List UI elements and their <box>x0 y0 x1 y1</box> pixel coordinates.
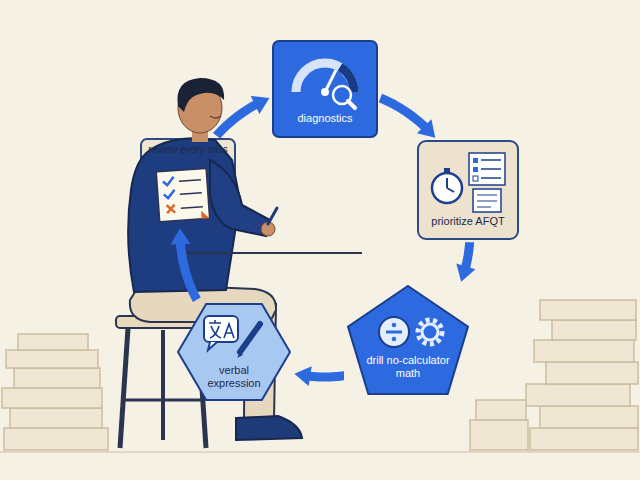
paper-stack-left <box>2 388 102 408</box>
stool <box>120 328 128 448</box>
torso <box>128 138 275 292</box>
stool <box>124 399 202 402</box>
node-shape <box>348 101 355 108</box>
arrow-shaft <box>306 376 344 377</box>
paper-stack-right <box>546 362 638 384</box>
process-box: prioritize AFQT <box>417 140 519 240</box>
process-pentagon: drill no-calculator math <box>346 284 470 396</box>
paper-stack-right <box>534 340 634 362</box>
node-shape <box>477 195 497 196</box>
cycle-arrow <box>456 242 475 282</box>
node-shape <box>224 324 234 338</box>
node-label: verbal expression <box>200 364 268 390</box>
paper-stack-left <box>2 334 108 450</box>
node-shape <box>209 320 221 338</box>
node-shape <box>418 141 518 239</box>
node-shape <box>208 342 217 350</box>
node-shape <box>477 207 491 208</box>
node-shape <box>321 88 329 96</box>
node-shape <box>473 158 478 163</box>
arrow-shaft <box>180 240 197 299</box>
legs <box>130 284 302 440</box>
node-shape <box>481 177 501 179</box>
node-shape <box>447 188 454 192</box>
process-box: diagnostics <box>272 40 378 138</box>
checklist <box>164 190 176 199</box>
cycle-arrow <box>217 96 270 136</box>
head <box>210 116 221 118</box>
checklist <box>179 180 201 182</box>
node-shape <box>481 168 501 170</box>
arrow-head <box>417 119 435 137</box>
node-shape <box>346 284 470 396</box>
node-shape <box>379 317 409 347</box>
paper-stack-right <box>552 320 636 340</box>
paper-stack-right <box>526 384 630 406</box>
cycle-arrow <box>294 366 344 386</box>
node-shape <box>473 189 501 212</box>
node-shape <box>240 324 260 352</box>
node-shape <box>386 331 402 334</box>
paper-stack-left <box>14 368 100 388</box>
arrow-head <box>456 264 475 282</box>
paper-stack-right <box>470 300 638 450</box>
node-shape <box>477 201 497 202</box>
arrow-head <box>294 366 311 386</box>
checklist <box>167 205 176 214</box>
node-shape <box>473 167 478 172</box>
cycle-arrow <box>171 228 197 299</box>
paper-stack-left <box>4 428 108 450</box>
arrow-shaft <box>465 242 470 270</box>
node-shape <box>469 153 505 185</box>
paper-stack-right <box>470 420 528 450</box>
node-shape <box>348 286 468 394</box>
node-label: review every miss <box>142 144 234 156</box>
node-shape <box>392 323 396 327</box>
paper-stack-right <box>540 300 636 320</box>
checklist <box>201 210 210 219</box>
checklist <box>156 168 209 221</box>
arrow-head <box>251 96 270 114</box>
node-shape <box>473 176 478 181</box>
checklist <box>156 168 209 221</box>
process-box: review every miss <box>140 138 236 226</box>
arrow-shaft <box>380 98 427 129</box>
node-shape <box>481 159 501 161</box>
node-shape <box>204 316 238 342</box>
paper-stack-left <box>18 334 88 350</box>
desk-and-pen <box>180 252 362 254</box>
node-shape <box>141 139 235 225</box>
node-shape <box>422 324 438 340</box>
head <box>177 78 224 112</box>
node-shape <box>178 304 290 400</box>
checklist <box>180 193 202 195</box>
paper-stack-right <box>530 428 638 450</box>
arrow-shaft <box>217 103 259 136</box>
legs <box>236 416 302 440</box>
desk-and-pen <box>268 208 277 224</box>
node-label: drill no-calculator math <box>356 354 460 380</box>
node-shape <box>392 337 396 341</box>
process-hexagon: verbal expression <box>176 302 292 402</box>
cycle-arrow <box>380 98 435 138</box>
node-shape <box>446 178 448 188</box>
paper-stack-left <box>6 350 98 368</box>
paper-stack-left <box>10 408 102 428</box>
node-label: diagnostics <box>277 112 373 125</box>
stool <box>161 330 165 440</box>
node-shape <box>418 320 442 344</box>
checklist <box>181 207 203 209</box>
paper-stack-right <box>476 400 526 420</box>
checklist <box>163 177 175 186</box>
paper-stacks <box>0 451 640 453</box>
node-shape <box>273 41 377 137</box>
node-shape <box>237 352 243 358</box>
torso <box>210 160 270 236</box>
arrow-head <box>171 228 191 244</box>
node-shape <box>432 173 462 203</box>
node-label: prioritize AFQT <box>421 215 515 228</box>
paper-stack-right <box>540 406 638 428</box>
